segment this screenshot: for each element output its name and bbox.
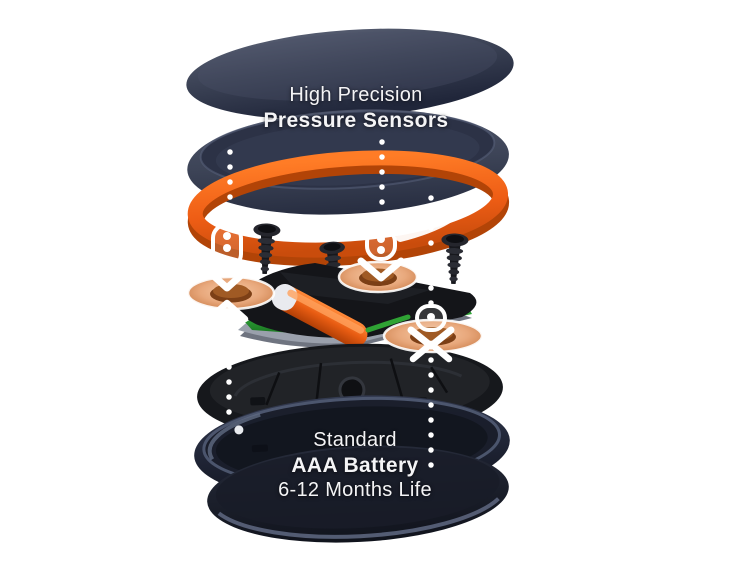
screw-icon (439, 233, 469, 285)
up-arrow-icon (205, 299, 249, 323)
top-cover-part (186, 28, 514, 120)
down-arrow-icon (357, 227, 405, 282)
down-arrow-icon (203, 223, 251, 292)
wire-green (365, 314, 411, 333)
dot-marker (234, 425, 244, 435)
bottom-lid-part (207, 445, 509, 543)
seal-ring-part (187, 150, 510, 267)
up-arrow-icon (409, 340, 453, 363)
pcb-assembly-part (233, 263, 477, 364)
aaa-battery-part (271, 283, 368, 348)
